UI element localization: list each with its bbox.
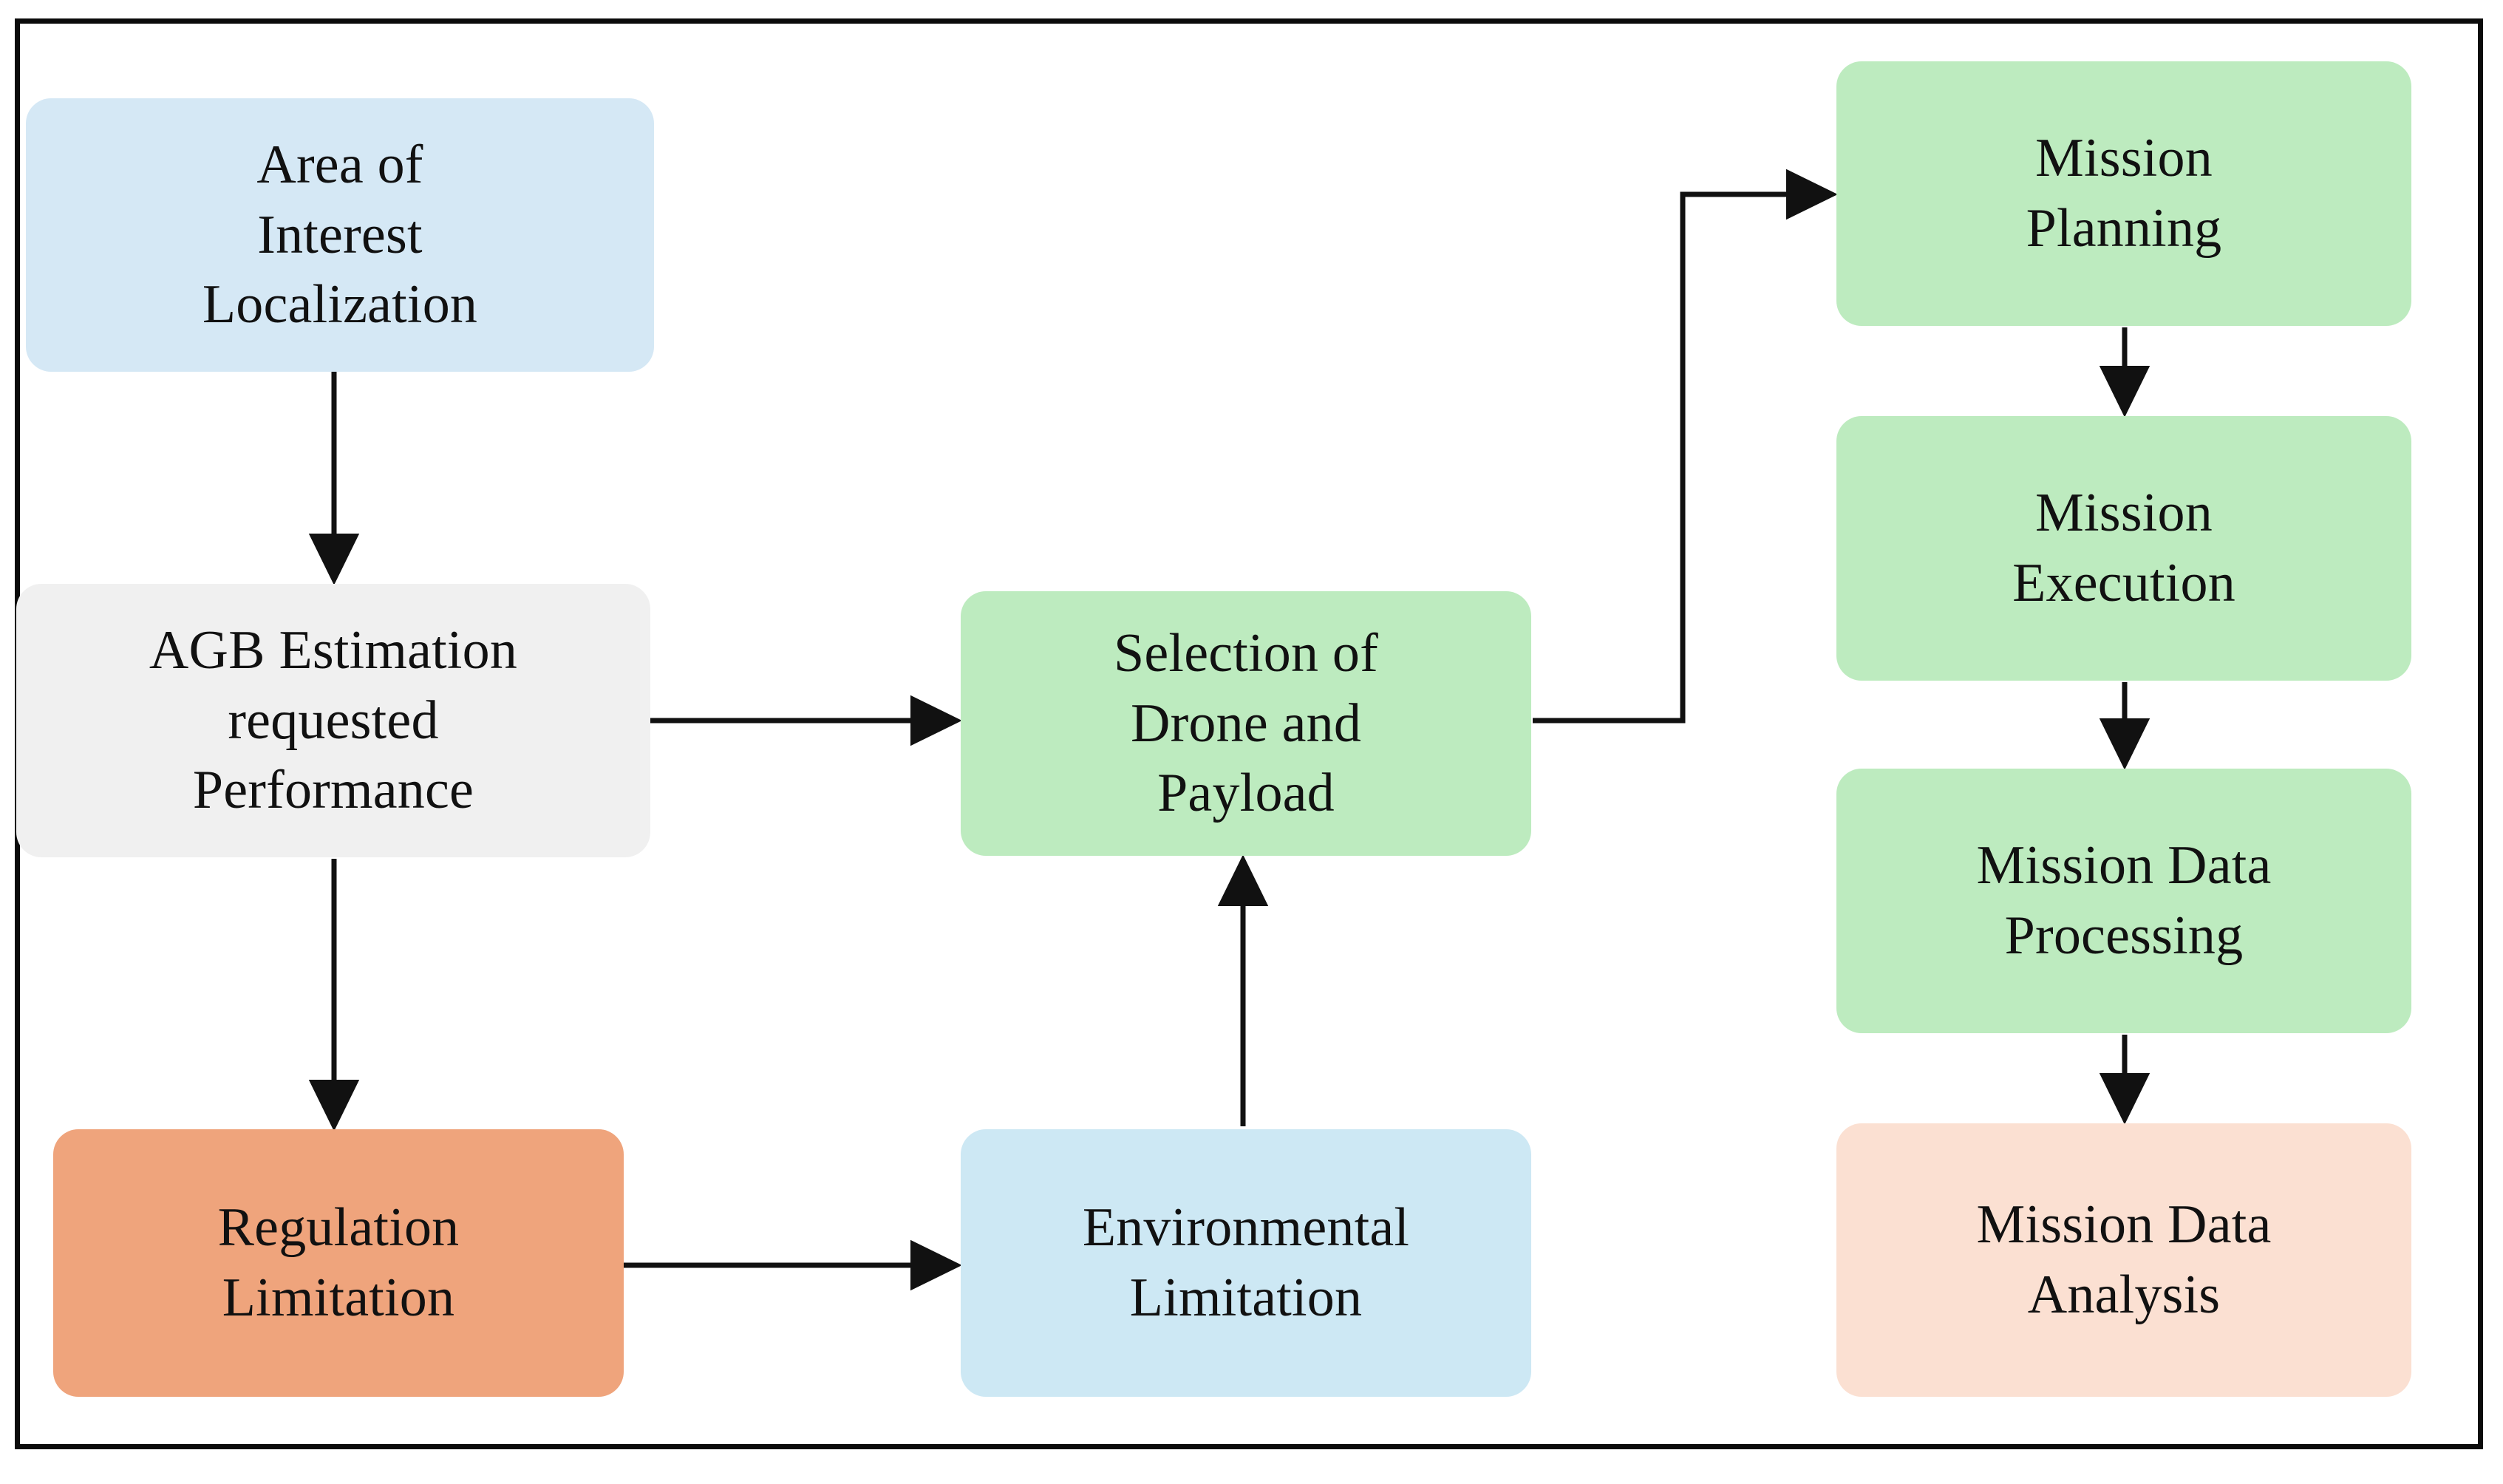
node-mission-execution[interactable]: Mission Execution [1836, 416, 2411, 681]
node-mission-data-analysis[interactable]: Mission Data Analysis [1836, 1123, 2411, 1397]
node-area-of-interest-localization[interactable]: Area of Interest Localization [26, 98, 654, 372]
node-selection-of-drone-and-payload[interactable]: Selection of Drone and Payload [961, 591, 1531, 856]
node-agb-estimation-requested-performance[interactable]: AGB Estimation requested Performance [16, 584, 650, 857]
node-mission-data-processing[interactable]: Mission Data Processing [1836, 769, 2411, 1033]
node-regulation-limitation[interactable]: Regulation Limitation [53, 1129, 624, 1397]
node-mission-planning[interactable]: Mission Planning [1836, 61, 2411, 326]
node-environmental-limitation[interactable]: Environmental Limitation [961, 1129, 1531, 1397]
